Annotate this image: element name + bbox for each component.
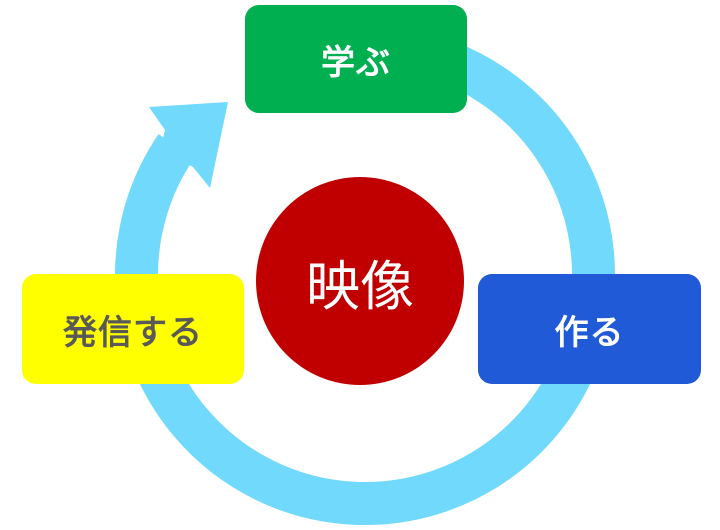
center-circle: 映像 (256, 177, 464, 385)
step-share-label: 発信する (63, 312, 203, 353)
step-learn: 学ぶ (245, 5, 467, 113)
step-make: 作る (478, 274, 701, 384)
step-make-label: 作る (554, 312, 625, 353)
step-learn-label: 学ぶ (321, 42, 391, 83)
step-share: 発信する (22, 274, 244, 384)
arrow-head-icon (149, 102, 228, 188)
center-label: 映像 (306, 254, 414, 318)
